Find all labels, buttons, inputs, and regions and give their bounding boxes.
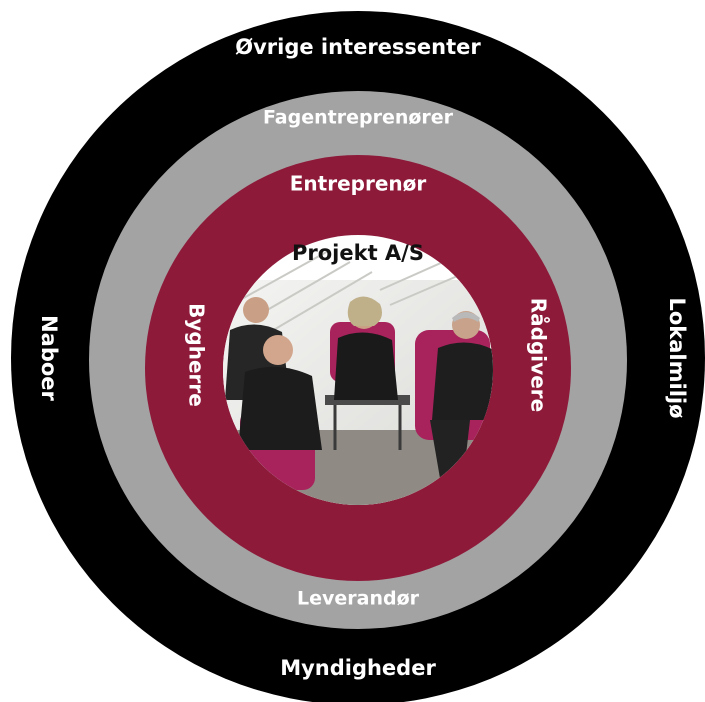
middle-ring-top-label: Fagentreprenører (263, 107, 454, 129)
inner-ring-top-label: Entreprenør (290, 172, 427, 196)
inner-ring-left-label: Bygherre (185, 303, 209, 407)
outer-ring-right-label: Lokalmiljø (665, 297, 689, 418)
inner-ring-right-label: Rådgivere (527, 298, 551, 412)
center-title: Projekt A/S (292, 241, 424, 265)
middle-ring-bottom-label: Leverandør (297, 588, 420, 610)
outer-ring-bottom-label: Myndigheder (280, 656, 436, 680)
outer-ring-top-label: Øvrige interessenter (235, 35, 481, 59)
outer-ring-left-label: Naboer (37, 315, 61, 401)
